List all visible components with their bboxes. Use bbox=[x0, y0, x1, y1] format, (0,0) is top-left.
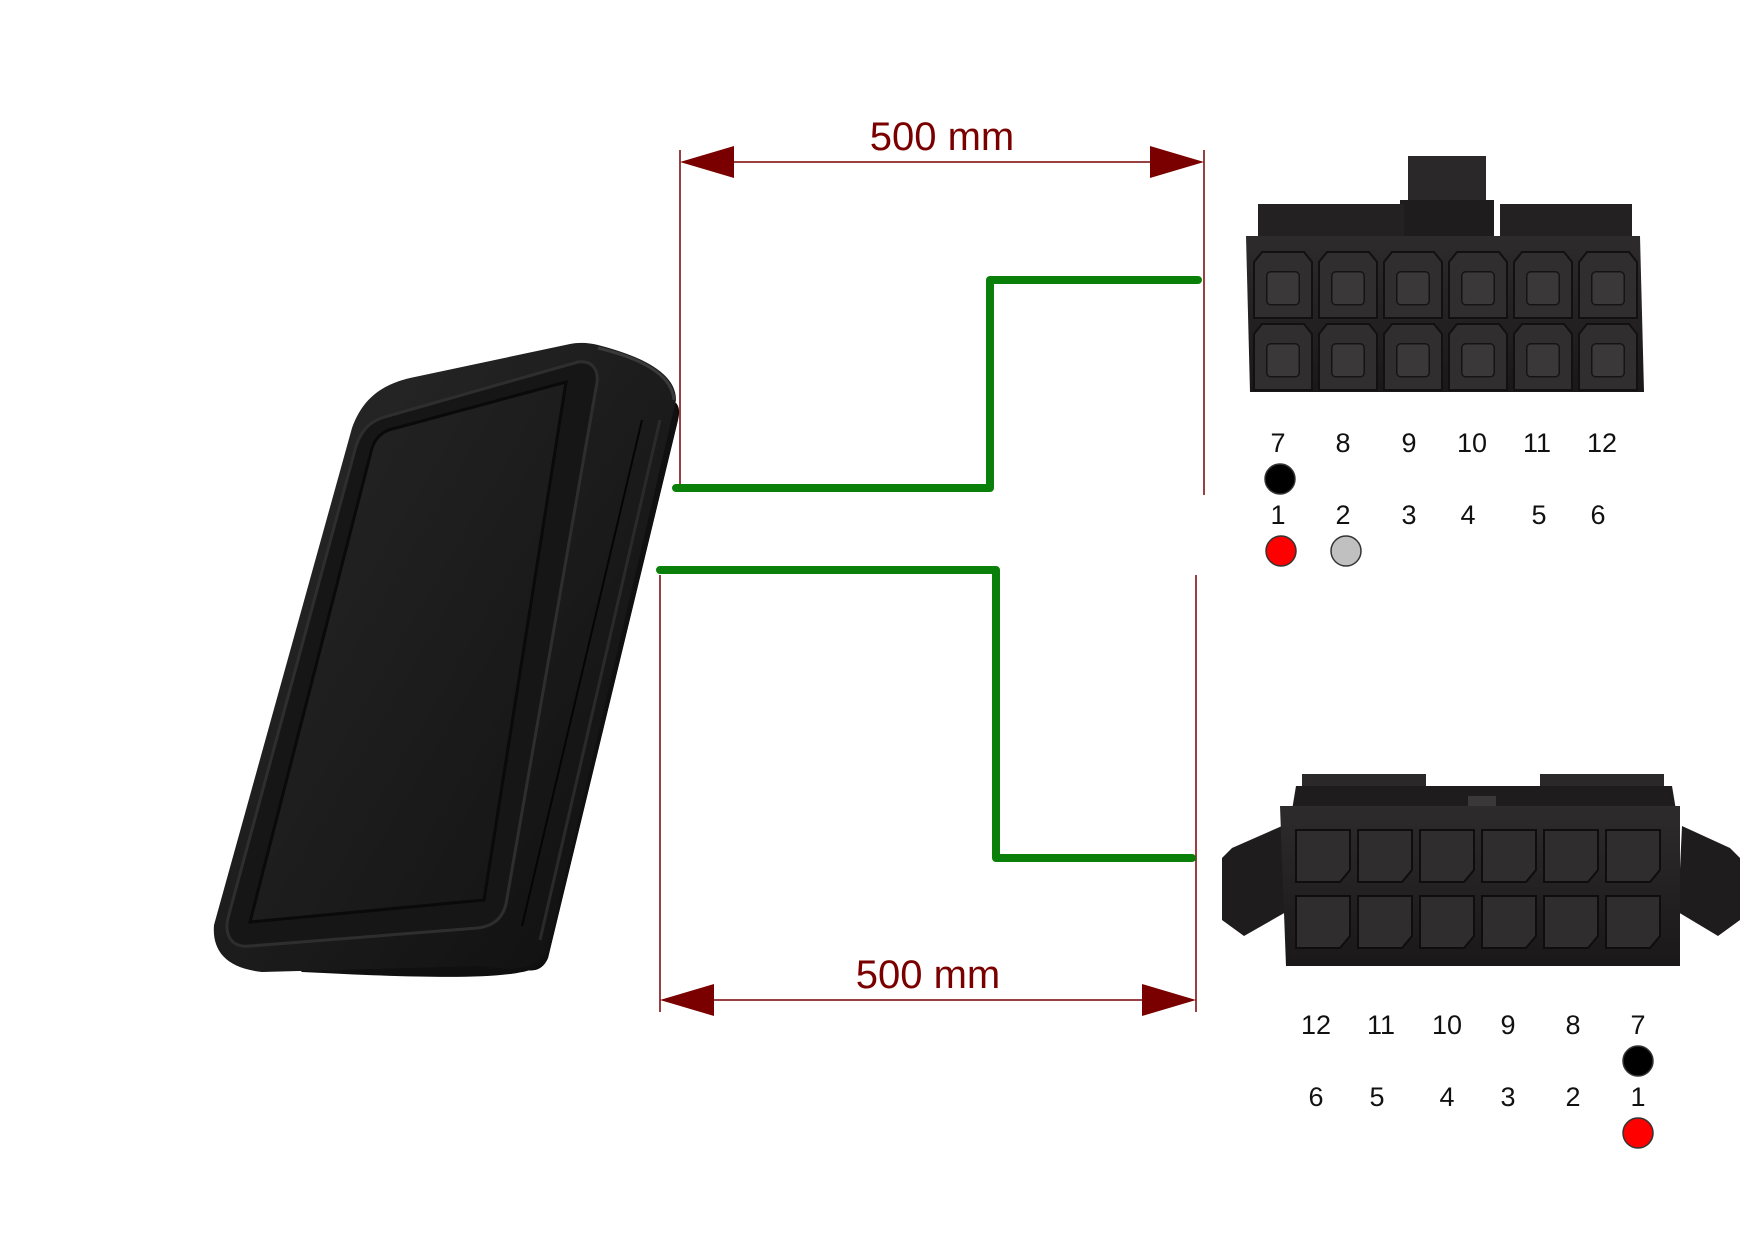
pin-label: 7 bbox=[1270, 428, 1285, 458]
connector-top-cavity-terminal bbox=[1396, 271, 1430, 306]
connector-bottom-cavities bbox=[1295, 829, 1661, 949]
latch-left bbox=[1222, 826, 1286, 936]
connector-top-cavity-terminal bbox=[1331, 343, 1365, 378]
cable-top bbox=[672, 276, 1202, 492]
dimension-bottom bbox=[659, 575, 1197, 1016]
connector-bottom-cavity bbox=[1357, 895, 1413, 949]
connector-bottom-cavity bbox=[1295, 895, 1351, 949]
pin-label: 1 bbox=[1630, 1082, 1645, 1112]
pin-label: 5 bbox=[1369, 1082, 1384, 1112]
pin-label: 8 bbox=[1335, 428, 1350, 458]
wire-marker-pin-1 bbox=[1622, 1117, 1654, 1149]
connector-top-cavity-terminal bbox=[1266, 343, 1300, 378]
pin-label: 9 bbox=[1401, 428, 1416, 458]
connector-bottom-cavity bbox=[1481, 895, 1537, 949]
device-housing bbox=[213, 342, 680, 977]
connector-top-cavity-terminal bbox=[1461, 343, 1495, 378]
pin-label: 1 bbox=[1270, 500, 1285, 530]
arrowhead-left bbox=[660, 984, 714, 1016]
connector-top-cavity-terminal bbox=[1591, 271, 1625, 306]
connector-top-cavity-terminal bbox=[1591, 343, 1625, 378]
housing-display-area bbox=[248, 379, 568, 924]
pin-label: 2 bbox=[1565, 1082, 1580, 1112]
wire-marker-pin-1 bbox=[1265, 535, 1297, 567]
connector-bottom-cavity bbox=[1419, 895, 1475, 949]
pin-label: 5 bbox=[1531, 500, 1546, 530]
connector-top-cavity-terminal bbox=[1526, 271, 1560, 306]
pin-label: 6 bbox=[1308, 1082, 1323, 1112]
connector-top-cavity-terminal bbox=[1526, 343, 1560, 378]
connector-bottom-pinout: 12 11 10 9 8 7 6 5 4 3 2 1 bbox=[1301, 1010, 1654, 1149]
pin-label: 3 bbox=[1500, 1082, 1515, 1112]
connector-top-cavity-terminal bbox=[1461, 271, 1495, 306]
cable-bottom bbox=[656, 566, 1196, 862]
pin-label: 6 bbox=[1590, 500, 1605, 530]
pin-label: 9 bbox=[1500, 1010, 1515, 1040]
pin-label: 3 bbox=[1401, 500, 1416, 530]
connector-bottom-cavity bbox=[1605, 895, 1661, 949]
pin-label: 8 bbox=[1565, 1010, 1580, 1040]
connector-top-cavities bbox=[1253, 251, 1638, 391]
connector-top-pinout: 7 8 9 10 11 12 1 2 3 4 5 6 bbox=[1264, 428, 1617, 567]
pin-label: 4 bbox=[1460, 500, 1475, 530]
wire-marker-pin-7 bbox=[1622, 1045, 1654, 1077]
connector-top-cavity-terminal bbox=[1396, 343, 1430, 378]
connector-bottom-cavity bbox=[1605, 829, 1661, 883]
pin-label: 12 bbox=[1301, 1010, 1331, 1040]
connector-bottom bbox=[1222, 774, 1740, 966]
pin-label: 10 bbox=[1457, 428, 1487, 458]
latch-right bbox=[1678, 826, 1740, 936]
connector-top-cavity-terminal bbox=[1331, 271, 1365, 306]
connector-bottom-cavity bbox=[1357, 829, 1413, 883]
arrowhead-left bbox=[680, 146, 734, 178]
connector-bottom-cavity bbox=[1543, 829, 1599, 883]
connector-bottom-cavity bbox=[1419, 829, 1475, 883]
connector-top bbox=[1246, 156, 1644, 392]
connector-top-cavity-terminal bbox=[1266, 271, 1300, 306]
pin-label: 10 bbox=[1432, 1010, 1462, 1040]
pin-label: 12 bbox=[1587, 428, 1617, 458]
pin-label: 4 bbox=[1439, 1082, 1454, 1112]
pin-label: 2 bbox=[1335, 500, 1350, 530]
connector-bottom-cavity bbox=[1543, 895, 1599, 949]
pin-label: 11 bbox=[1523, 428, 1551, 458]
wire-marker-pin-7 bbox=[1264, 463, 1296, 495]
connector-bottom-cavity bbox=[1295, 829, 1351, 883]
dimension-bottom-label: 500 mm bbox=[856, 953, 1001, 997]
arrowhead-right bbox=[1142, 984, 1196, 1016]
dimension-top bbox=[679, 146, 1205, 495]
pin-label: 11 bbox=[1367, 1010, 1395, 1040]
connector-bottom-cavity bbox=[1481, 829, 1537, 883]
arrowhead-right bbox=[1150, 146, 1204, 178]
dimension-top-label: 500 mm bbox=[870, 115, 1015, 159]
wire-marker-pin-2 bbox=[1330, 535, 1362, 567]
pin-label: 7 bbox=[1630, 1010, 1645, 1040]
